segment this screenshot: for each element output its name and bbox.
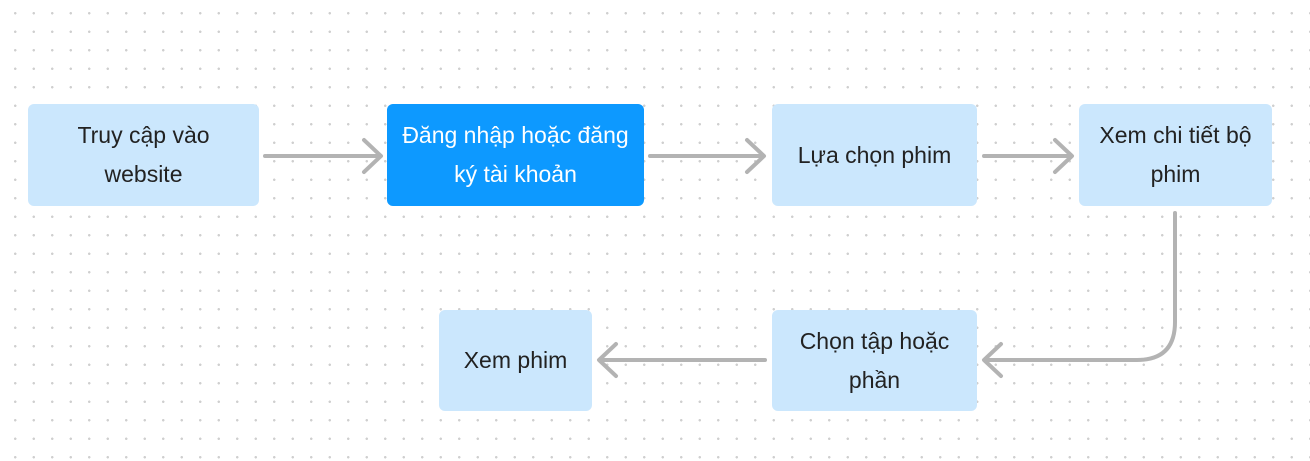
- edge-login-to-select: [648, 138, 766, 174]
- node-select-episode[interactable]: Chọn tập hoặc phần: [772, 310, 977, 411]
- node-movie-details-label: Xem chi tiết bộ phim: [1099, 122, 1252, 187]
- node-login-register[interactable]: Đăng nhập hoặc đăng ký tài khoản: [387, 104, 644, 206]
- node-select-movie-label: Lựa chọn phim: [797, 141, 952, 168]
- node-select-movie[interactable]: Lựa chọn phim: [772, 104, 977, 206]
- edge-access-to-login: [263, 138, 383, 174]
- node-access-website-label: Truy cập vào website: [77, 122, 210, 187]
- node-movie-details[interactable]: Xem chi tiết bộ phim: [1079, 104, 1272, 206]
- edge-episode-to-watch: [597, 342, 767, 378]
- node-watch-movie[interactable]: Xem phim: [439, 310, 592, 411]
- node-select-episode-label: Chọn tập hoặc phần: [799, 327, 950, 393]
- edge-details-to-episode: [982, 211, 1177, 378]
- node-access-website[interactable]: Truy cập vào website: [28, 104, 259, 206]
- node-watch-movie-label: Xem phim: [463, 347, 568, 373]
- node-login-register-label: Đăng nhập hoặc đăng ký tài khoản: [402, 122, 629, 187]
- edge-select-to-details: [982, 138, 1074, 174]
